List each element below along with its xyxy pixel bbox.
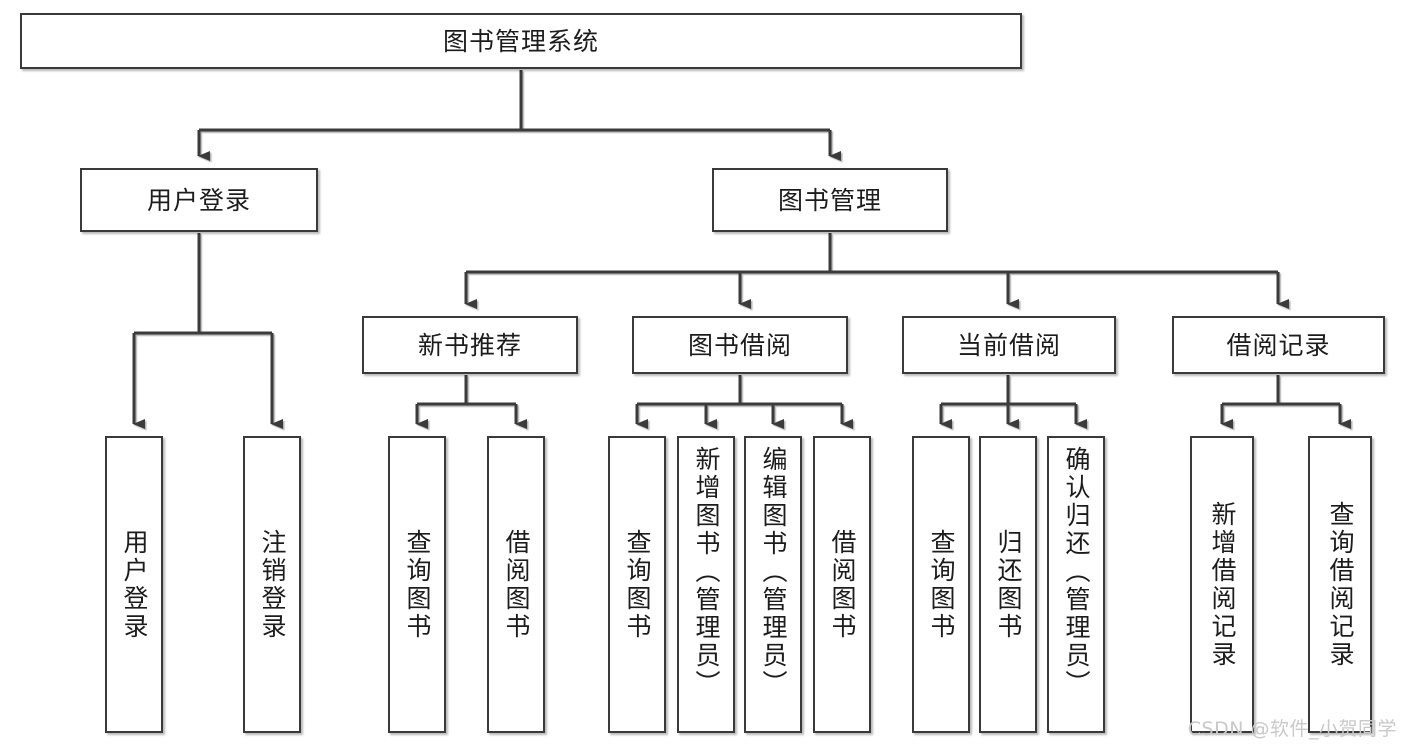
node-new-book-recommend[interactable]: 新书推荐 xyxy=(362,316,578,374)
leaf-new-book-query[interactable]: 查询图书 xyxy=(388,436,446,733)
leaf-book-borrow-edit[interactable]: 编辑图书（管理员） xyxy=(744,436,802,733)
node-root-system[interactable]: 图书管理系统 xyxy=(20,13,1022,69)
node-label: 查询借阅记录 xyxy=(1326,500,1355,669)
node-label: 查询图书 xyxy=(623,528,652,641)
leaf-current-borrow-return[interactable]: 归还图书 xyxy=(979,436,1037,733)
node-borrow-record[interactable]: 借阅记录 xyxy=(1172,316,1385,374)
node-label: 编辑图书（管理员） xyxy=(759,446,788,698)
leaf-borrow-record-add[interactable]: 新增借阅记录 xyxy=(1190,436,1254,733)
node-label: 当前借阅 xyxy=(956,330,1061,360)
leaf-book-borrow-query[interactable]: 查询图书 xyxy=(608,436,666,733)
node-label: 查询图书 xyxy=(403,528,432,641)
leaf-current-borrow-query[interactable]: 查询图书 xyxy=(912,436,970,733)
leaf-borrow-record-query[interactable]: 查询借阅记录 xyxy=(1308,436,1372,733)
node-label: 归还图书 xyxy=(994,528,1023,641)
node-book-borrow[interactable]: 图书借阅 xyxy=(632,316,848,374)
csdn-watermark: CSDN @软件_小贺同学 xyxy=(1187,718,1397,740)
node-label: 借阅图书 xyxy=(828,528,857,641)
node-label: 新书推荐 xyxy=(417,330,522,360)
leaf-book-borrow-borrow[interactable]: 借阅图书 xyxy=(813,436,871,733)
leaf-user-login-logout[interactable]: 注销登录 xyxy=(243,436,301,733)
node-label: 用户登录 xyxy=(120,528,149,641)
node-label: 查询图书 xyxy=(927,528,956,641)
node-user-login[interactable]: 用户登录 xyxy=(80,168,318,232)
leaf-user-login-login[interactable]: 用户登录 xyxy=(105,436,163,733)
node-current-borrow[interactable]: 当前借阅 xyxy=(902,316,1116,374)
node-label: 图书借阅 xyxy=(687,330,792,360)
leaf-current-borrow-confirm-return[interactable]: 确认归还（管理员） xyxy=(1047,436,1105,733)
node-label: 借阅记录 xyxy=(1226,330,1331,360)
node-label: 借阅图书 xyxy=(502,528,531,641)
node-label: 注销登录 xyxy=(258,528,287,641)
node-label: 新增图书（管理员） xyxy=(692,446,721,698)
node-label: 用户登录 xyxy=(146,185,251,215)
node-label: 图书管理 xyxy=(777,185,882,215)
node-label: 确认归还（管理员） xyxy=(1062,446,1091,698)
node-book-management[interactable]: 图书管理 xyxy=(712,168,948,232)
leaf-book-borrow-add[interactable]: 新增图书（管理员） xyxy=(677,436,735,733)
node-label: 新增借阅记录 xyxy=(1208,500,1237,669)
node-label: 图书管理系统 xyxy=(442,26,599,56)
leaf-new-book-borrow[interactable]: 借阅图书 xyxy=(487,436,545,733)
